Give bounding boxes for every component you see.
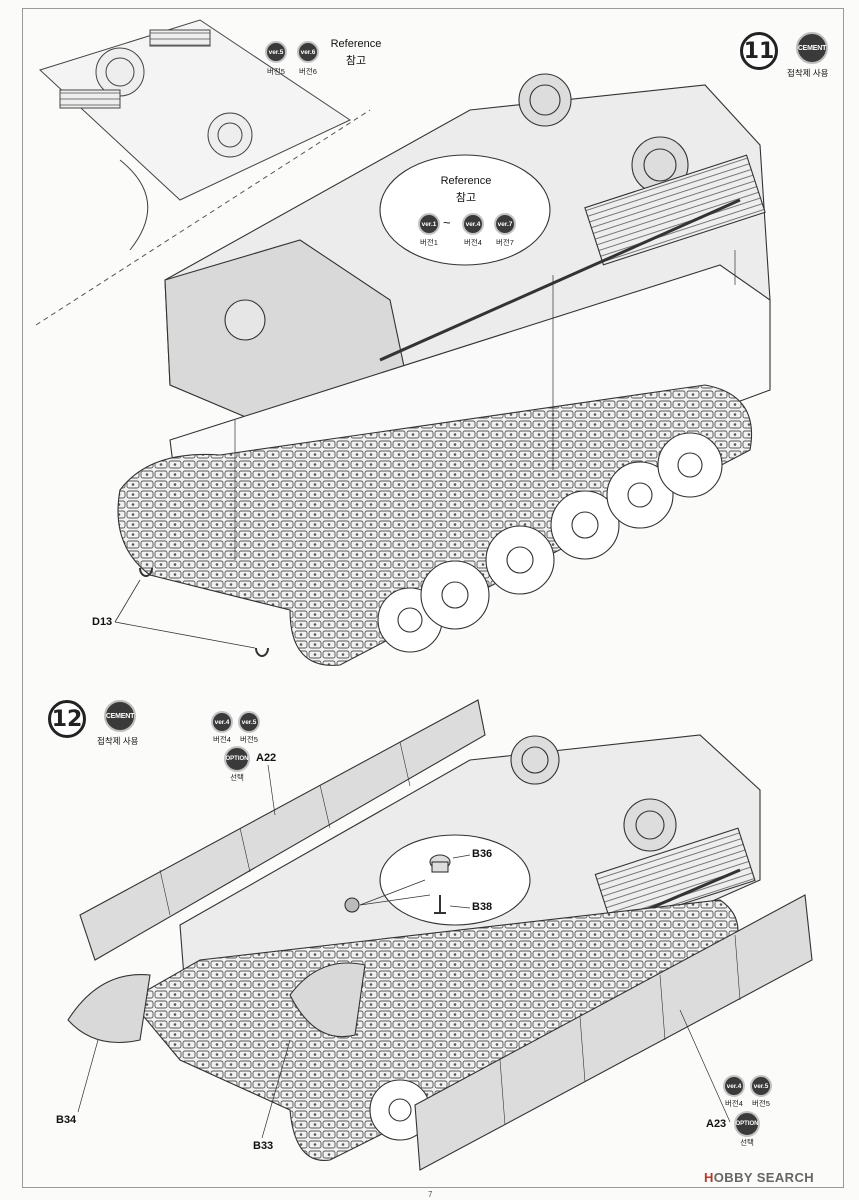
ver-badge: ver.4	[723, 1075, 745, 1097]
option-note: 선택	[740, 1138, 754, 1147]
reference-title: Reference	[330, 38, 382, 50]
part-label-d13: D13	[92, 616, 113, 628]
ver-label: 버전5	[752, 1099, 770, 1108]
ver-label: 버전4	[213, 735, 231, 744]
step11-hull	[114, 73, 771, 666]
ver-label: 버전6	[299, 67, 317, 76]
part-label-a22: A22	[256, 752, 277, 764]
ver-badge: ver.5	[265, 41, 287, 63]
cement-note: 접착제 사용	[787, 68, 829, 78]
hobby-search-watermark: HOBBY SEARCH	[704, 1170, 815, 1185]
ver-label: 버전1	[420, 238, 438, 247]
reference-subtitle: 참고	[345, 55, 367, 67]
cement-note: 접착제 사용	[97, 736, 139, 746]
ver-badge: ver.4	[462, 213, 484, 235]
option-note: 선택	[230, 773, 244, 782]
option-badge: OPTION	[734, 1111, 760, 1137]
page-frame	[22, 8, 844, 1188]
option-badge: OPTION	[224, 746, 250, 772]
step-number-11: 11	[740, 32, 778, 70]
part-label-a23: A23	[706, 1118, 727, 1130]
ver-label: 버전4	[464, 238, 482, 247]
cement-badge: CEMENT	[796, 32, 828, 64]
ver-label: 버전5	[240, 735, 258, 744]
ver-badge: ver.1	[418, 213, 440, 235]
ver-badge: ver.5	[750, 1075, 772, 1097]
cement-badge: CEMENT	[104, 700, 136, 732]
part-label-b34: B34	[56, 1114, 77, 1126]
ver-label: 버전7	[496, 238, 514, 247]
deck-reference-title: Reference	[440, 175, 492, 187]
part-label-b36: B36	[472, 848, 493, 860]
reference-inset	[35, 19, 371, 326]
ver-badge: ver.6	[297, 41, 319, 63]
page-number: 7	[428, 1190, 433, 1199]
ver-badge: ver.4	[211, 711, 233, 733]
part-label-b33: B33	[253, 1140, 274, 1152]
deck-reference-subtitle: 참고	[455, 192, 477, 204]
ver-badge: ver.5	[238, 711, 260, 733]
ver-label: 버전4	[725, 1099, 743, 1108]
ver-label: 버전5	[267, 67, 285, 76]
ver-badge: ver.7	[494, 213, 516, 235]
part-label-b38: B38	[472, 901, 493, 913]
step12-hull	[67, 699, 813, 1171]
range-symbol: ~	[443, 215, 451, 230]
step-number-12: 12	[48, 700, 86, 738]
